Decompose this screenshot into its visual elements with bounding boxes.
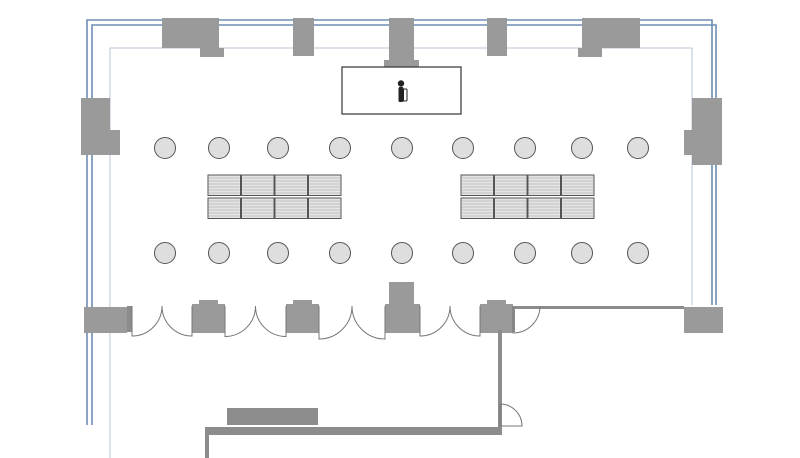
round-seat [514,242,536,264]
pillar [162,18,219,48]
wall-segment [513,306,515,332]
pillar [385,304,420,333]
classroom-table [460,197,494,219]
service-door[interactable] [499,403,523,427]
pillar [487,300,506,306]
classroom-table [494,197,528,219]
pillar [108,130,120,155]
seating-area [154,137,649,264]
round-seat [154,137,176,159]
round-seat [571,137,593,159]
classroom-table [527,174,561,196]
round-seat [391,242,413,264]
podium-microphone-icon [397,80,408,102]
pillar [389,282,414,306]
corridor-wall [498,330,502,435]
round-seat [329,137,351,159]
round-seat [208,242,230,264]
round-seat [267,137,289,159]
round-seat [329,242,351,264]
classroom-table [561,197,595,219]
pillar [578,48,602,57]
classroom-table [274,197,308,219]
classroom-table [527,197,561,219]
doors [131,305,541,340]
classroom-table [207,197,241,219]
pillars [81,18,723,333]
pillar [384,60,419,68]
round-seat [267,242,289,264]
round-seat [627,242,649,264]
round-seat [452,242,474,264]
round-seat [391,137,413,159]
round-seat [208,137,230,159]
pillar [684,307,723,333]
pillar [199,300,218,306]
pillar [293,18,314,56]
round-seat [154,242,176,264]
classroom-table [460,174,494,196]
pillar [200,48,224,57]
pillar [192,304,225,333]
classroom-table [561,174,595,196]
wall-segment [127,306,132,332]
stage [341,66,462,115]
pillar [487,18,507,56]
pillar [692,98,722,165]
double-door[interactable] [318,305,386,340]
wall-segment [515,306,684,309]
counter-wall [205,427,209,458]
classroom-table [207,174,241,196]
pillar [582,18,640,48]
counter [227,408,318,425]
pillar [684,130,694,155]
double-door[interactable] [131,305,193,337]
counter-wall [205,427,502,435]
round-seat [452,137,474,159]
classroom-table [494,174,528,196]
round-seat [627,137,649,159]
table-groups [207,174,595,219]
double-door[interactable] [512,305,541,334]
double-door[interactable] [419,305,481,337]
pillar [286,304,319,333]
classroom-table [308,174,342,196]
double-door[interactable] [224,305,287,338]
classroom-table [308,197,342,219]
pillar [480,304,513,333]
classroom-table [274,174,308,196]
lower-wall [127,306,684,458]
round-seat [514,137,536,159]
classroom-table [241,197,275,219]
pillar [389,18,414,62]
pillar [81,98,110,155]
pillar [293,300,312,306]
round-seat [571,242,593,264]
classroom-table [241,174,275,196]
pillar [84,307,127,333]
